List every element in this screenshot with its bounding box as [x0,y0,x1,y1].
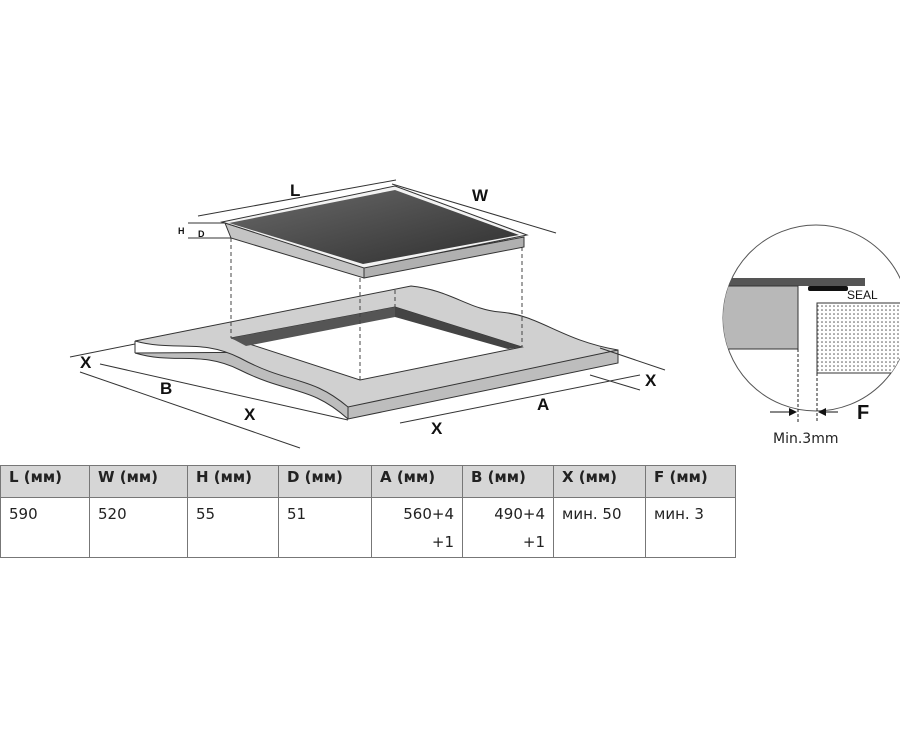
projection-lines [230,238,523,380]
label-L: L [290,181,300,200]
cell-W: 520 [89,497,188,558]
label-H: H [178,226,185,236]
cell-value: 55 [196,505,216,523]
header-A: A (мм) [371,465,463,498]
cell-value: 590 [9,505,38,523]
cell-value: 520 [98,505,127,523]
dimension-lines [69,179,666,449]
label-A: A [537,395,549,414]
header-X: X (мм) [553,465,646,498]
installation-diagram: L W H D X B X X A X SEAL F Min.3mm [69,179,900,449]
min-gap-label: Min.3mm [773,431,838,447]
cell-value: мин. 50 [562,505,622,523]
cell-X: мин. 50 [553,497,646,558]
label-W: W [472,186,489,205]
header-B: B (мм) [462,465,554,498]
header-D: D (мм) [278,465,372,498]
table-row: 590 520 55 51 560+4 +1 490+4 +1 мин. 50 ми… [0,497,736,558]
hob [220,185,529,279]
header-W: W (мм) [89,465,188,498]
seal-label: SEAL [847,288,878,302]
cell-value: 490+4 [494,505,545,523]
seal-strip [808,286,848,291]
label-X-right: X [645,371,657,390]
dimensions-table: L (мм) W (мм) H (мм) D (мм) A (мм) B (мм… [0,465,736,558]
label-B: B [160,379,172,398]
label-F: F [857,402,869,424]
cell-F: мин. 3 [645,497,736,558]
cell-L: 590 [0,497,90,558]
countertop [134,285,619,420]
cell-A: 560+4 +1 [371,497,463,558]
cell-H: 55 [187,497,279,558]
label-D: D [198,229,205,239]
cell-tolerance: +1 [522,533,545,551]
cell-D: 51 [278,497,372,558]
table-header-row: L (мм) W (мм) H (мм) D (мм) A (мм) B (мм… [0,465,736,498]
header-H: H (мм) [187,465,279,498]
cell-value: 51 [287,505,307,523]
header-F: F (мм) [645,465,736,498]
cell-B: 490+4 +1 [462,497,554,558]
cell-tolerance: +1 [431,533,454,551]
seal-detail-callout [722,224,900,422]
label-X-bottom: X [431,419,443,438]
cell-value: 560+4 [403,505,454,523]
cell-value: мин. 3 [654,505,704,523]
label-X-left: X [80,353,92,372]
header-L: L (мм) [0,465,90,498]
label-X-bottom-left: X [244,405,256,424]
